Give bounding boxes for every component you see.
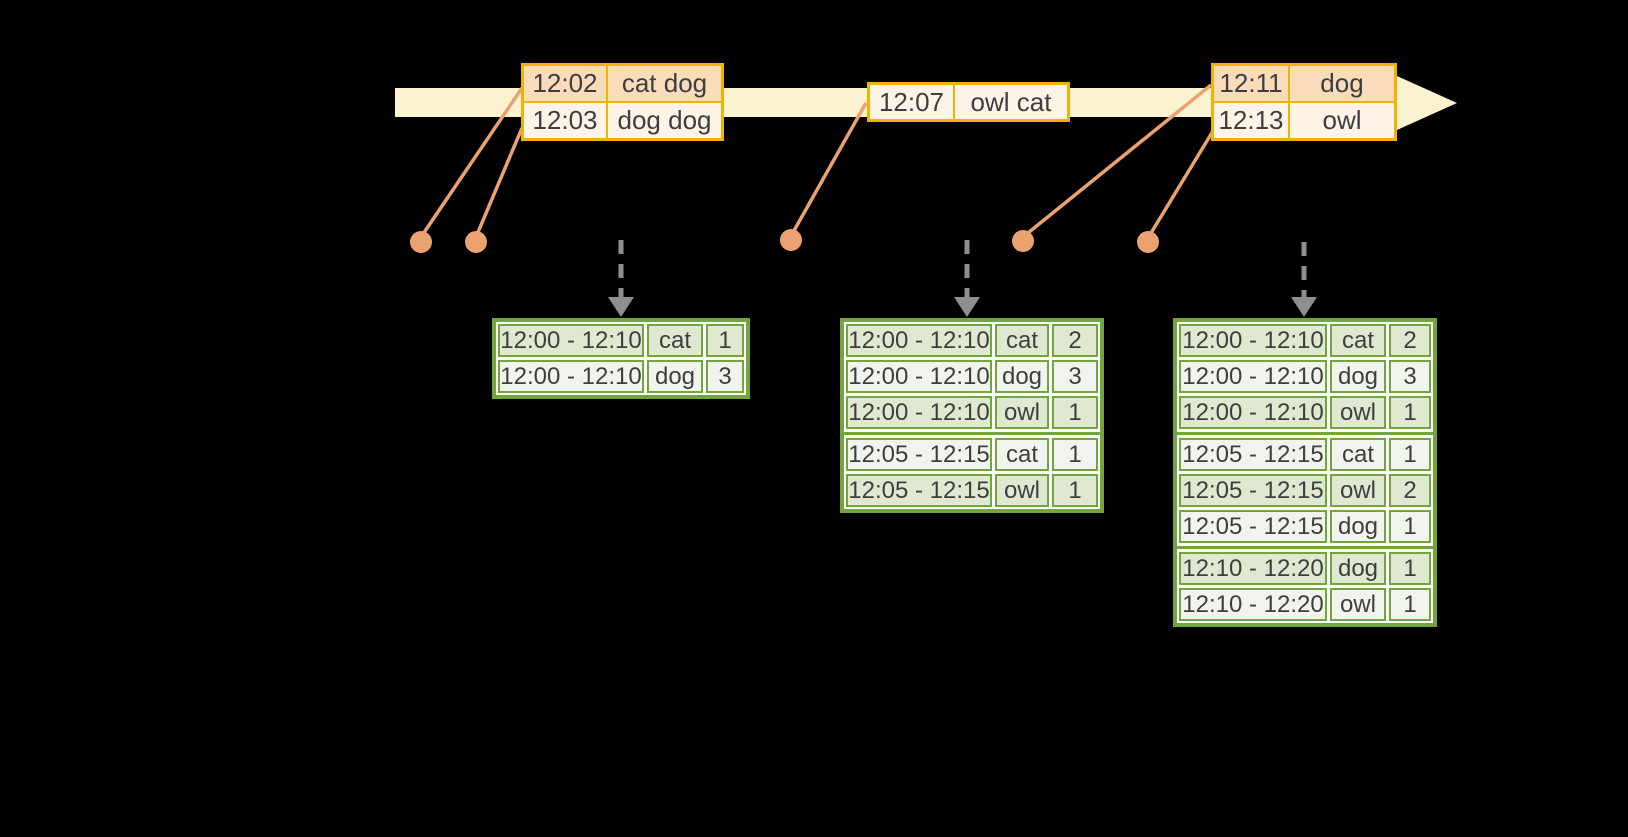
- window-cell: 12:00 - 12:10: [1179, 396, 1327, 429]
- word-cell: cat: [647, 324, 703, 357]
- word-cell: cat: [1330, 324, 1386, 357]
- window-cell: 12:00 - 12:10: [846, 360, 992, 393]
- word-cell: owl: [1330, 396, 1386, 429]
- word-cell: dog: [1330, 552, 1386, 585]
- count-cell: 3: [1052, 360, 1098, 393]
- word-cell: cat: [1330, 438, 1386, 471]
- trigger-arrowhead: [1291, 297, 1317, 317]
- event-words-cell: cat dog: [608, 66, 721, 101]
- result-table-1: 12:00 - 12:10 cat 1 12:00 - 12:10 dog 3: [492, 318, 750, 399]
- count-cell: 1: [1389, 396, 1431, 429]
- event-dot: [410, 231, 432, 253]
- event-time-cell: 12:13: [1214, 103, 1288, 138]
- timeline-arrowhead: [1397, 76, 1457, 130]
- count-cell: 1: [1052, 474, 1098, 507]
- event-table-1: 12:02 cat dog 12:03 dog dog: [521, 63, 724, 141]
- count-cell: 1: [1389, 438, 1431, 471]
- word-cell: owl: [995, 396, 1049, 429]
- window-cell: 12:10 - 12:20: [1179, 588, 1327, 621]
- window-cell: 12:05 - 12:15: [1179, 510, 1327, 543]
- event-time-cell: 12:11: [1214, 66, 1288, 101]
- result-table-2: 12:00 - 12:10 cat 2 12:00 - 12:10 dog 3 …: [840, 318, 1104, 513]
- event-connector-line: [1146, 130, 1215, 239]
- window-cell: 12:05 - 12:15: [846, 438, 992, 471]
- event-time-cell: 12:07: [870, 85, 953, 119]
- event-words-cell: dog dog: [608, 103, 721, 138]
- trigger-arrowhead: [954, 297, 980, 317]
- event-dot: [780, 229, 802, 251]
- event-time-cell: 12:03: [524, 103, 606, 138]
- event-connector-line: [419, 87, 524, 238]
- word-cell: owl: [1330, 588, 1386, 621]
- window-group-divider: [1177, 432, 1433, 435]
- count-cell: 2: [1052, 324, 1098, 357]
- count-cell: 1: [1389, 552, 1431, 585]
- event-connector-line: [1021, 83, 1213, 239]
- event-dot: [1137, 231, 1159, 253]
- count-cell: 3: [706, 360, 744, 393]
- word-cell: cat: [995, 438, 1049, 471]
- result-table-3: 12:00 - 12:10 cat 2 12:00 - 12:10 dog 3 …: [1173, 318, 1437, 627]
- window-group-divider: [844, 432, 1100, 435]
- count-cell: 1: [1389, 588, 1431, 621]
- count-cell: 2: [1389, 324, 1431, 357]
- count-cell: 1: [1052, 438, 1098, 471]
- word-cell: owl: [1330, 474, 1386, 507]
- event-connector-line: [789, 102, 868, 237]
- window-cell: 12:00 - 12:10: [846, 324, 992, 357]
- window-cell: 12:00 - 12:10: [1179, 360, 1327, 393]
- event-table-3: 12:11 dog 12:13 owl: [1211, 63, 1397, 141]
- event-table-2: 12:07 owl cat: [867, 82, 1070, 122]
- event-dot: [465, 231, 487, 253]
- count-cell: 3: [1389, 360, 1431, 393]
- window-cell: 12:05 - 12:15: [1179, 438, 1327, 471]
- window-cell: 12:10 - 12:20: [1179, 552, 1327, 585]
- count-cell: 1: [1389, 510, 1431, 543]
- window-cell: 12:00 - 12:10: [498, 324, 644, 357]
- window-cell: 12:00 - 12:10: [1179, 324, 1327, 357]
- trigger-arrowhead: [608, 297, 634, 317]
- event-words-cell: owl: [1290, 103, 1394, 138]
- event-time-cell: 12:02: [524, 66, 606, 101]
- word-cell: dog: [1330, 510, 1386, 543]
- count-cell: 1: [706, 324, 744, 357]
- count-cell: 1: [1052, 396, 1098, 429]
- word-cell: owl: [995, 474, 1049, 507]
- window-cell: 12:05 - 12:15: [846, 474, 992, 507]
- event-words-cell: dog: [1290, 66, 1394, 101]
- word-cell: dog: [995, 360, 1049, 393]
- count-cell: 2: [1389, 474, 1431, 507]
- window-cell: 12:00 - 12:10: [498, 360, 644, 393]
- event-connector-line: [474, 127, 524, 238]
- window-group-divider: [1177, 546, 1433, 549]
- word-cell: dog: [1330, 360, 1386, 393]
- word-cell: cat: [995, 324, 1049, 357]
- event-words-cell: owl cat: [955, 85, 1067, 119]
- window-cell: 12:00 - 12:10: [846, 396, 992, 429]
- window-cell: 12:05 - 12:15: [1179, 474, 1327, 507]
- word-cell: dog: [647, 360, 703, 393]
- event-dot: [1012, 230, 1034, 252]
